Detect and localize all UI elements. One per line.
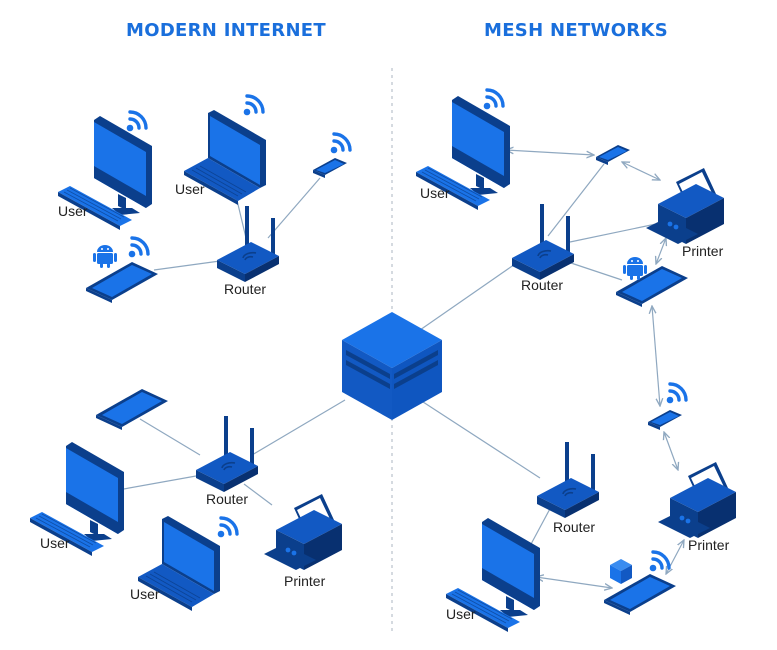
device-label: User <box>420 185 450 201</box>
phone-icon <box>313 158 347 178</box>
router-mesh-bottom[interactable]: Router <box>536 441 600 535</box>
title-mesh-networks: MESH NETWORKS <box>484 20 668 41</box>
tablet-icon <box>96 389 168 430</box>
link-mesh-router-printer <box>569 223 657 243</box>
router-label: Router <box>224 281 266 297</box>
device-label: User <box>58 203 88 219</box>
router-icon <box>536 441 600 519</box>
router-mesh-top[interactable]: Router <box>511 203 575 293</box>
link-tablet-router <box>153 260 221 271</box>
desktop-user-mesh-top[interactable]: User <box>415 88 511 211</box>
printer-mesh-top[interactable]: Printer <box>646 168 724 259</box>
arrow-printer-tablet <box>656 238 666 264</box>
arrow-phone-printer <box>622 162 660 180</box>
printer-mesh-bottom[interactable]: Printer <box>658 462 736 553</box>
wifi-icon <box>329 132 352 156</box>
device-label: Printer <box>284 573 326 589</box>
phone-mesh-bottom[interactable] <box>648 382 688 430</box>
link-mesh-router-phone <box>547 163 605 237</box>
device-label: User <box>130 586 160 602</box>
link-tablet-router-bottom <box>139 418 201 456</box>
title-modern-internet: MODERN INTERNET <box>126 20 326 41</box>
arrow-phone-printer-bottom <box>664 432 678 470</box>
device-label: User <box>175 181 205 197</box>
link-mesh-router-tablet <box>567 261 623 281</box>
cube-icon <box>610 559 632 584</box>
router-icon <box>195 415 259 493</box>
arrow-tablet-phone <box>652 306 660 406</box>
link-phone-router <box>267 177 321 239</box>
wifi-icon <box>482 88 505 112</box>
desktop-user-mesh-bottom[interactable]: User <box>445 517 541 633</box>
device-label: Printer <box>682 243 724 259</box>
tablet-bottom-left[interactable] <box>96 389 168 430</box>
phone-top[interactable] <box>313 132 352 178</box>
tablet-icon <box>86 262 158 303</box>
tablet-mesh-top[interactable] <box>616 257 688 307</box>
laptop-user-bottom[interactable]: User <box>130 515 239 612</box>
server-cube-icon[interactable] <box>342 312 442 420</box>
device-label: Printer <box>688 537 730 553</box>
wifi-icon <box>126 236 150 259</box>
phone-mesh-top[interactable] <box>596 145 630 165</box>
link-router-hub <box>251 399 346 456</box>
tablet-top[interactable] <box>86 236 158 303</box>
wifi-icon <box>665 382 688 405</box>
arrow-desktop-tablet <box>536 577 612 588</box>
tablet-icon <box>616 266 688 307</box>
android-icon <box>93 245 117 268</box>
phone-icon <box>596 145 630 165</box>
network-links <box>117 163 657 547</box>
wifi-icon <box>241 94 265 118</box>
link-desktop-router-bottom <box>117 475 197 491</box>
link-router-printer <box>243 483 273 506</box>
arrow-desktop-phone <box>506 150 594 155</box>
wifi-icon <box>215 516 239 539</box>
router-modern-bottom[interactable]: Router <box>195 415 259 507</box>
tablet-mesh-bottom[interactable] <box>604 550 676 615</box>
phone-icon <box>648 410 682 430</box>
router-label: Router <box>206 491 248 507</box>
link-mesh-router-desktop <box>529 504 553 547</box>
device-label: User <box>40 535 70 551</box>
router-icon <box>216 205 280 283</box>
router-label: Router <box>553 519 595 535</box>
desktop-user-top-left[interactable]: User <box>57 110 153 231</box>
router-modern-top[interactable]: Router <box>216 205 280 297</box>
link-hub-mesh-router-bottom <box>419 399 541 479</box>
printer-icon <box>658 462 736 538</box>
device-label: User <box>446 606 476 622</box>
link-hub-mesh-router-top <box>419 261 519 331</box>
laptop-user-top[interactable]: User <box>175 94 267 206</box>
printer-icon <box>264 494 342 570</box>
wifi-icon <box>648 550 671 573</box>
wifi-icon <box>124 110 148 134</box>
desktop-user-bottom-left[interactable]: User <box>29 441 125 557</box>
printer-bottom-left[interactable]: Printer <box>264 494 342 589</box>
router-label: Router <box>521 277 563 293</box>
